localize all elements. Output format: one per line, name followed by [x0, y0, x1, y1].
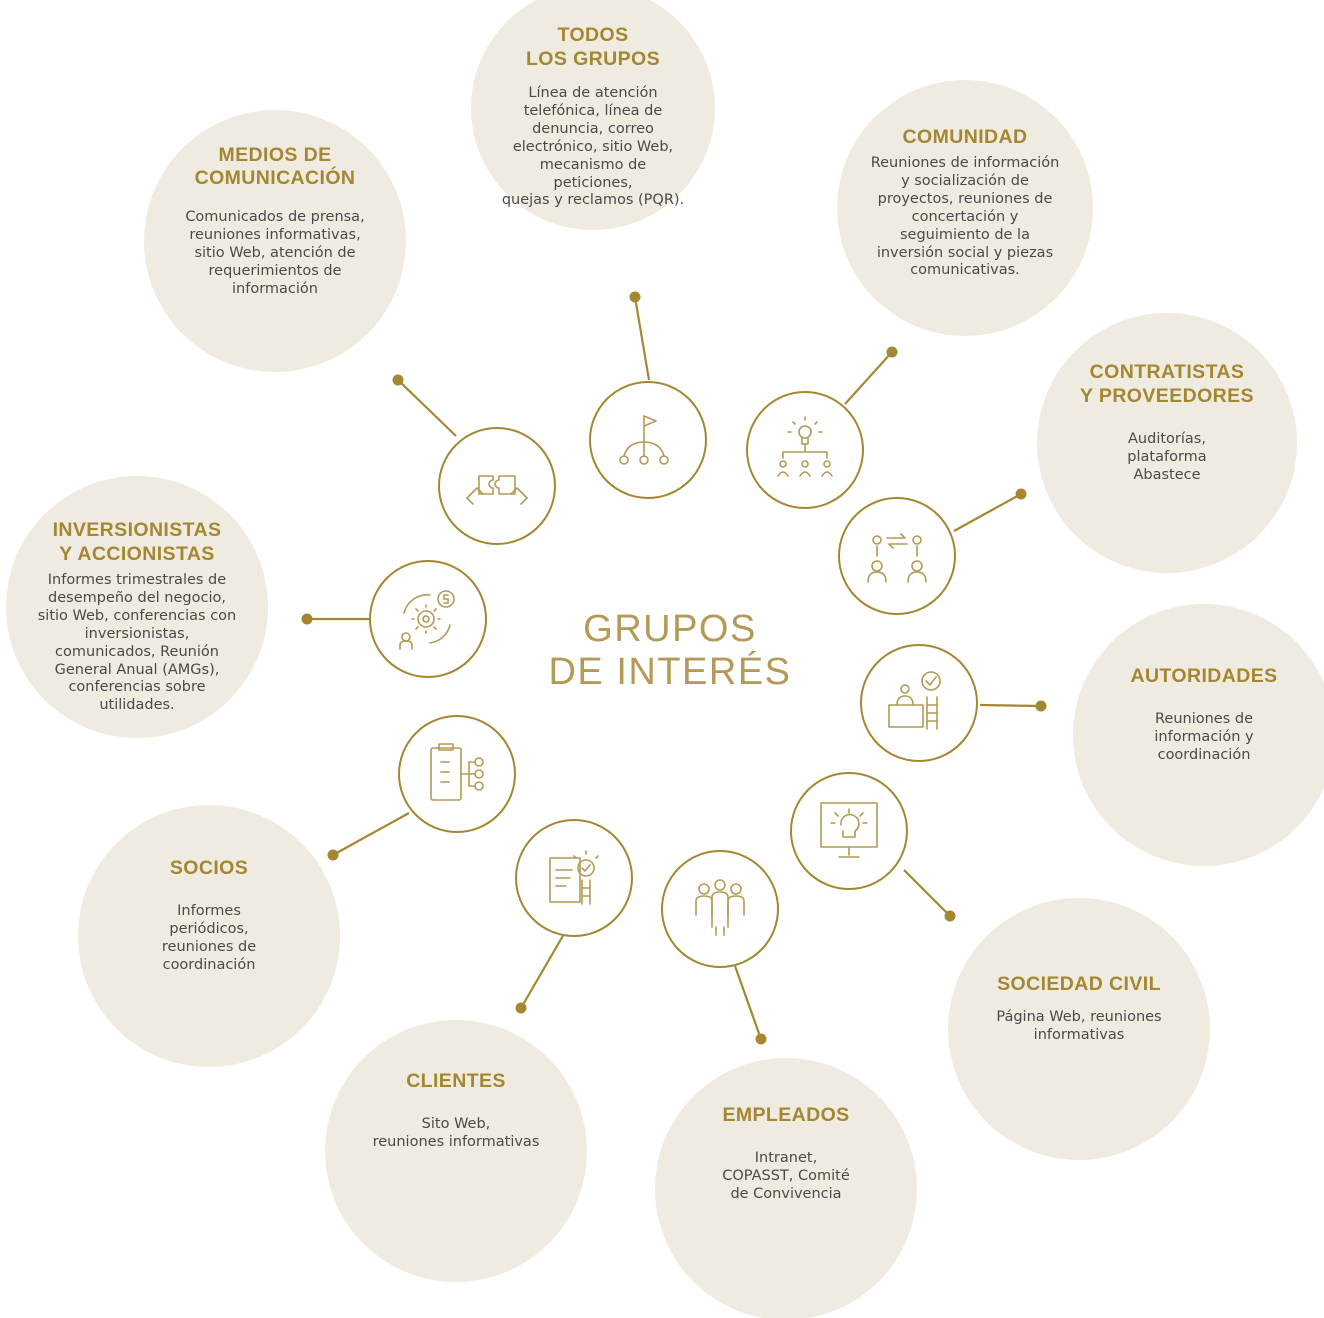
group-description: Informes trimestrales de desempeño del n…	[37, 572, 237, 714]
connector-line	[332, 812, 410, 856]
group-icon-circle-sociedad-civil	[790, 772, 908, 890]
group-bubble-todos-los-grupos: TODOS LOS GRUPOS Línea de atención telef…	[471, 0, 715, 230]
idea-community-icon	[777, 416, 833, 477]
group-icon-circle-empleados	[661, 850, 779, 968]
connector-dot	[515, 1002, 527, 1014]
group-icon-circle-socios	[398, 715, 516, 833]
group-bubble-clientes: CLIENTES Sito Web, reuniones informativa…	[325, 1020, 587, 1282]
group-bubble-socios: SOCIOS Informes periódicos, reuniones de…	[78, 805, 340, 1067]
exchange-people-icon	[867, 533, 927, 583]
group-bubble-inversionistas: INVERSIONISTAS Y ACCIONISTAS Informes tr…	[6, 476, 268, 738]
connector-dot	[944, 910, 956, 922]
group-title: CLIENTES	[406, 1070, 506, 1093]
connector-dot	[629, 291, 641, 303]
group-title: SOCIEDAD CIVIL	[997, 973, 1161, 996]
puzzle-hands-icon	[466, 475, 528, 505]
connector-line	[953, 493, 1022, 532]
connector-line	[633, 296, 651, 381]
group-title: MEDIOS DE COMUNICACIÓN	[194, 143, 356, 190]
group-bubble-medios: MEDIOS DE COMUNICACIÓN Comunicados de pr…	[144, 110, 406, 372]
group-title: COMUNIDAD	[902, 125, 1028, 148]
group-bubble-comunidad: COMUNIDAD Reuniones de información y soc…	[837, 80, 1093, 336]
group-description: Auditorías, plataforma Abastece	[1127, 431, 1207, 483]
group-bubble-contratistas: CONTRATISTAS Y PROVEEDORES Auditorías, p…	[1037, 313, 1297, 573]
group-bubble-autoridades: AUTORIDADES Reuniones de información y c…	[1073, 604, 1324, 866]
connector-dot	[392, 374, 404, 386]
diagram-center-title: GRUPOS DE INTERÉS	[548, 608, 792, 693]
group-title: TODOS LOS GRUPOS	[525, 23, 661, 70]
connector-dot	[886, 346, 898, 358]
connector-line	[844, 351, 893, 405]
group-icon-circle-medios	[438, 427, 556, 545]
group-icon-circle-autoridades	[860, 644, 978, 762]
connector-dot	[301, 613, 313, 625]
group-description: Comunicados de prensa, reuniones informa…	[185, 209, 365, 297]
group-icon-circle-inversionistas	[369, 560, 487, 678]
group-icon-circle-contratistas	[838, 497, 956, 615]
group-title: AUTORIDADES	[1130, 665, 1278, 688]
group-description: Página Web, reuniones informativas	[996, 1009, 1162, 1043]
connector-dot	[327, 849, 339, 861]
connector-line	[733, 965, 763, 1040]
group-description: Reuniones de información y coordinación	[1154, 711, 1254, 763]
monitor-idea-icon	[820, 802, 878, 858]
group-description: Informes periódicos, reuniones de coordi…	[161, 903, 257, 973]
gear-money-icon	[399, 590, 455, 650]
group-title: EMPLEADOS	[722, 1104, 850, 1127]
group-icon-circle-todos	[589, 381, 707, 499]
group-description: Intranet, COPASST, Comité de Convivencia	[722, 1150, 850, 1202]
group-icon-circle-comunidad	[746, 391, 864, 509]
connector-dot	[755, 1033, 767, 1045]
group-title: SOCIOS	[169, 857, 249, 880]
connector-line	[397, 379, 457, 437]
connector-line	[903, 869, 951, 917]
group-title: CONTRATISTAS Y PROVEEDORES	[1080, 361, 1254, 408]
group-description: Línea de atención telefónica, línea de d…	[501, 85, 685, 209]
group-bubble-sociedad-civil: SOCIEDAD CIVIL Página Web, reuniones inf…	[948, 898, 1210, 1160]
group-icon-circle-clientes	[515, 819, 633, 937]
connector-line	[520, 933, 565, 1009]
clipboard-network-icon	[430, 743, 484, 801]
team-people-icon	[695, 879, 745, 936]
desk-approval-icon	[888, 671, 941, 730]
connector-dot	[1035, 700, 1047, 712]
connector-dot	[1015, 488, 1027, 500]
group-bubble-empleados: EMPLEADOS Intranet, COPASST, Comité de C…	[655, 1058, 917, 1318]
group-description: Sito Web, reuniones informativas	[372, 1116, 540, 1150]
flag-network-icon	[619, 415, 669, 465]
connector-line	[979, 703, 1042, 708]
document-check-icon	[549, 850, 599, 905]
group-title: INVERSIONISTAS Y ACCIONISTAS	[52, 518, 222, 565]
group-description: Reuniones de información y socialización…	[870, 155, 1060, 279]
